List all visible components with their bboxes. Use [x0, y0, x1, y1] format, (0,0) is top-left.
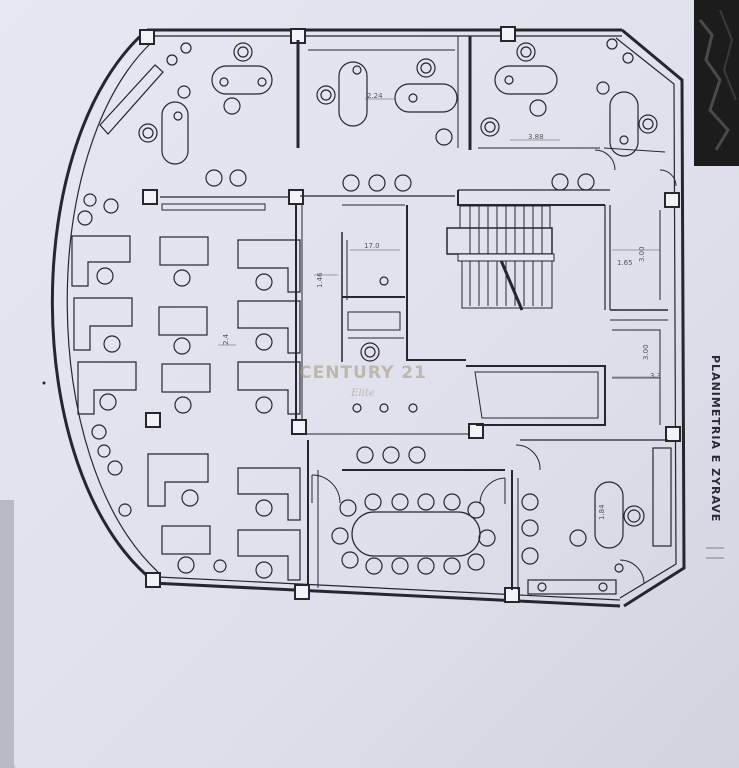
watermark-sub: Elite	[351, 388, 375, 399]
plan-title: PLANIMETRIA E ZYRAVE	[709, 355, 722, 523]
meeting-room	[331, 403, 496, 575]
dimension-lines	[218, 98, 660, 378]
dimension-label: 3.88	[528, 133, 544, 141]
open-office	[71, 193, 301, 581]
dimension-labels: 2.24 3.88 2.4 17.0 3.00 1.65 1.46 3.00 3…	[222, 92, 661, 520]
staircase	[446, 205, 555, 311]
table-edge	[0, 500, 14, 768]
outer-walls	[50, 28, 686, 608]
dimension-label: 3.3	[650, 372, 661, 380]
dimension-label: 1.65	[617, 259, 633, 267]
dimension-label: 2.24	[367, 92, 383, 100]
dimension-label: 1.46	[316, 272, 324, 288]
watermark-brand: CENTURY 21	[299, 363, 427, 383]
office-top-middle	[316, 58, 458, 192]
columns	[139, 26, 681, 603]
dimension-label: 3.00	[642, 344, 650, 360]
title-underline	[706, 547, 724, 559]
dimension-label: 1.84	[598, 504, 606, 520]
dimension-label: 17.0	[364, 242, 380, 250]
ink-dot	[42, 381, 46, 385]
core-rooms	[360, 276, 660, 379]
corner-photo	[694, 0, 739, 166]
office-top-left	[99, 42, 273, 187]
office-top-right	[480, 38, 658, 191]
dimension-label: 2.4	[222, 333, 230, 345]
interior-walls	[160, 36, 677, 590]
office-bottom-right	[521, 447, 672, 595]
dimension-label: 3.00	[638, 246, 646, 262]
